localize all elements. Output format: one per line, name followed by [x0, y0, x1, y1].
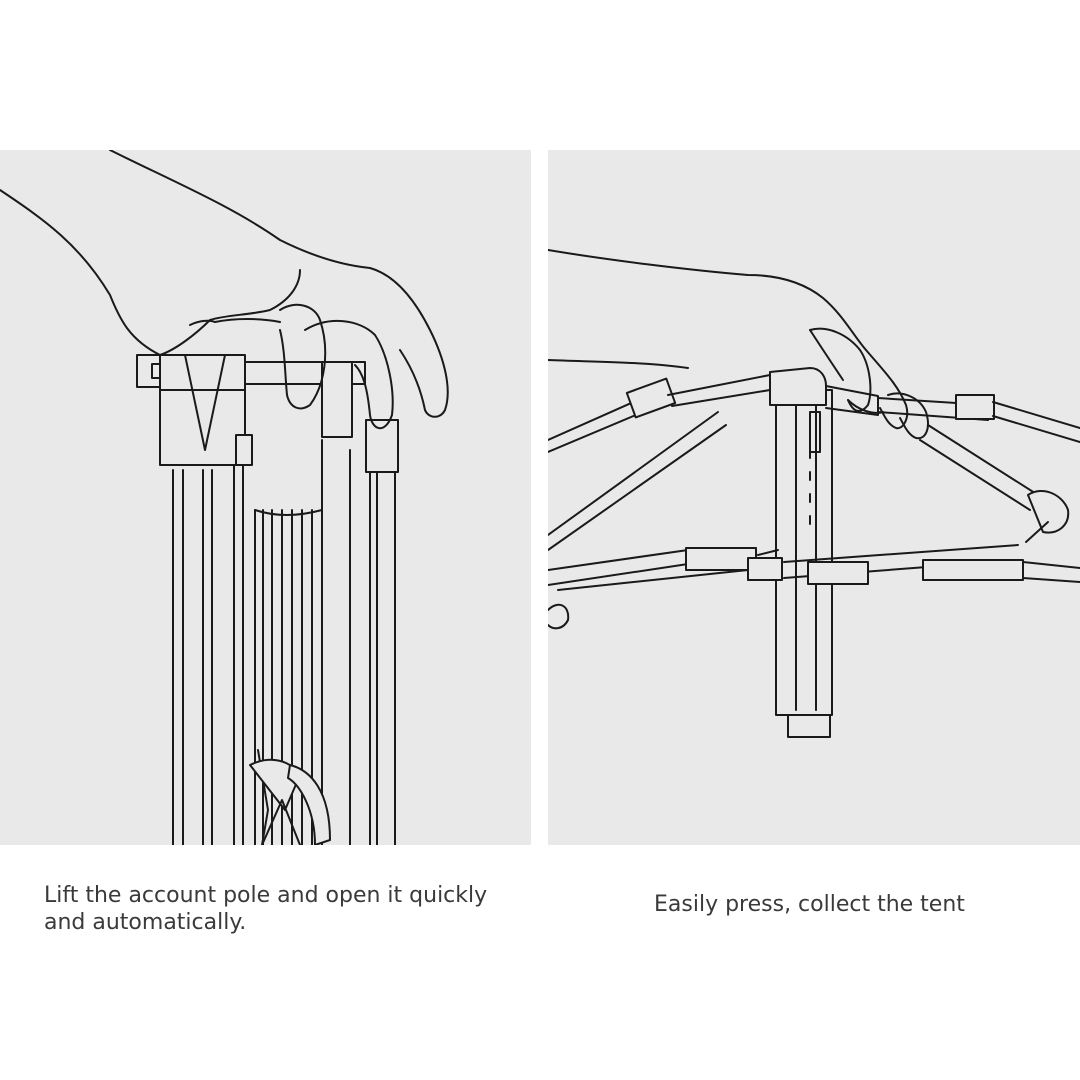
- pole-hub: [136, 354, 399, 473]
- pole-strap: [249, 509, 331, 845]
- folded-poles: [172, 439, 396, 845]
- step-1-panel: [0, 150, 531, 845]
- hand-lifting-pole-illustration: [0, 150, 449, 845]
- step-2-panel: [548, 150, 1080, 845]
- step-1-caption: Lift the account pole and open it quickl…: [44, 883, 488, 935]
- tent-struts: [548, 374, 1080, 630]
- hand-pressing-hub-illustration: [548, 249, 1080, 738]
- hand-outline: [0, 150, 449, 430]
- center-pole: [775, 389, 833, 738]
- step-2-caption: Easily press, collect the tent: [654, 892, 965, 917]
- top-hub: [769, 367, 879, 416]
- hand-outline: [548, 249, 929, 440]
